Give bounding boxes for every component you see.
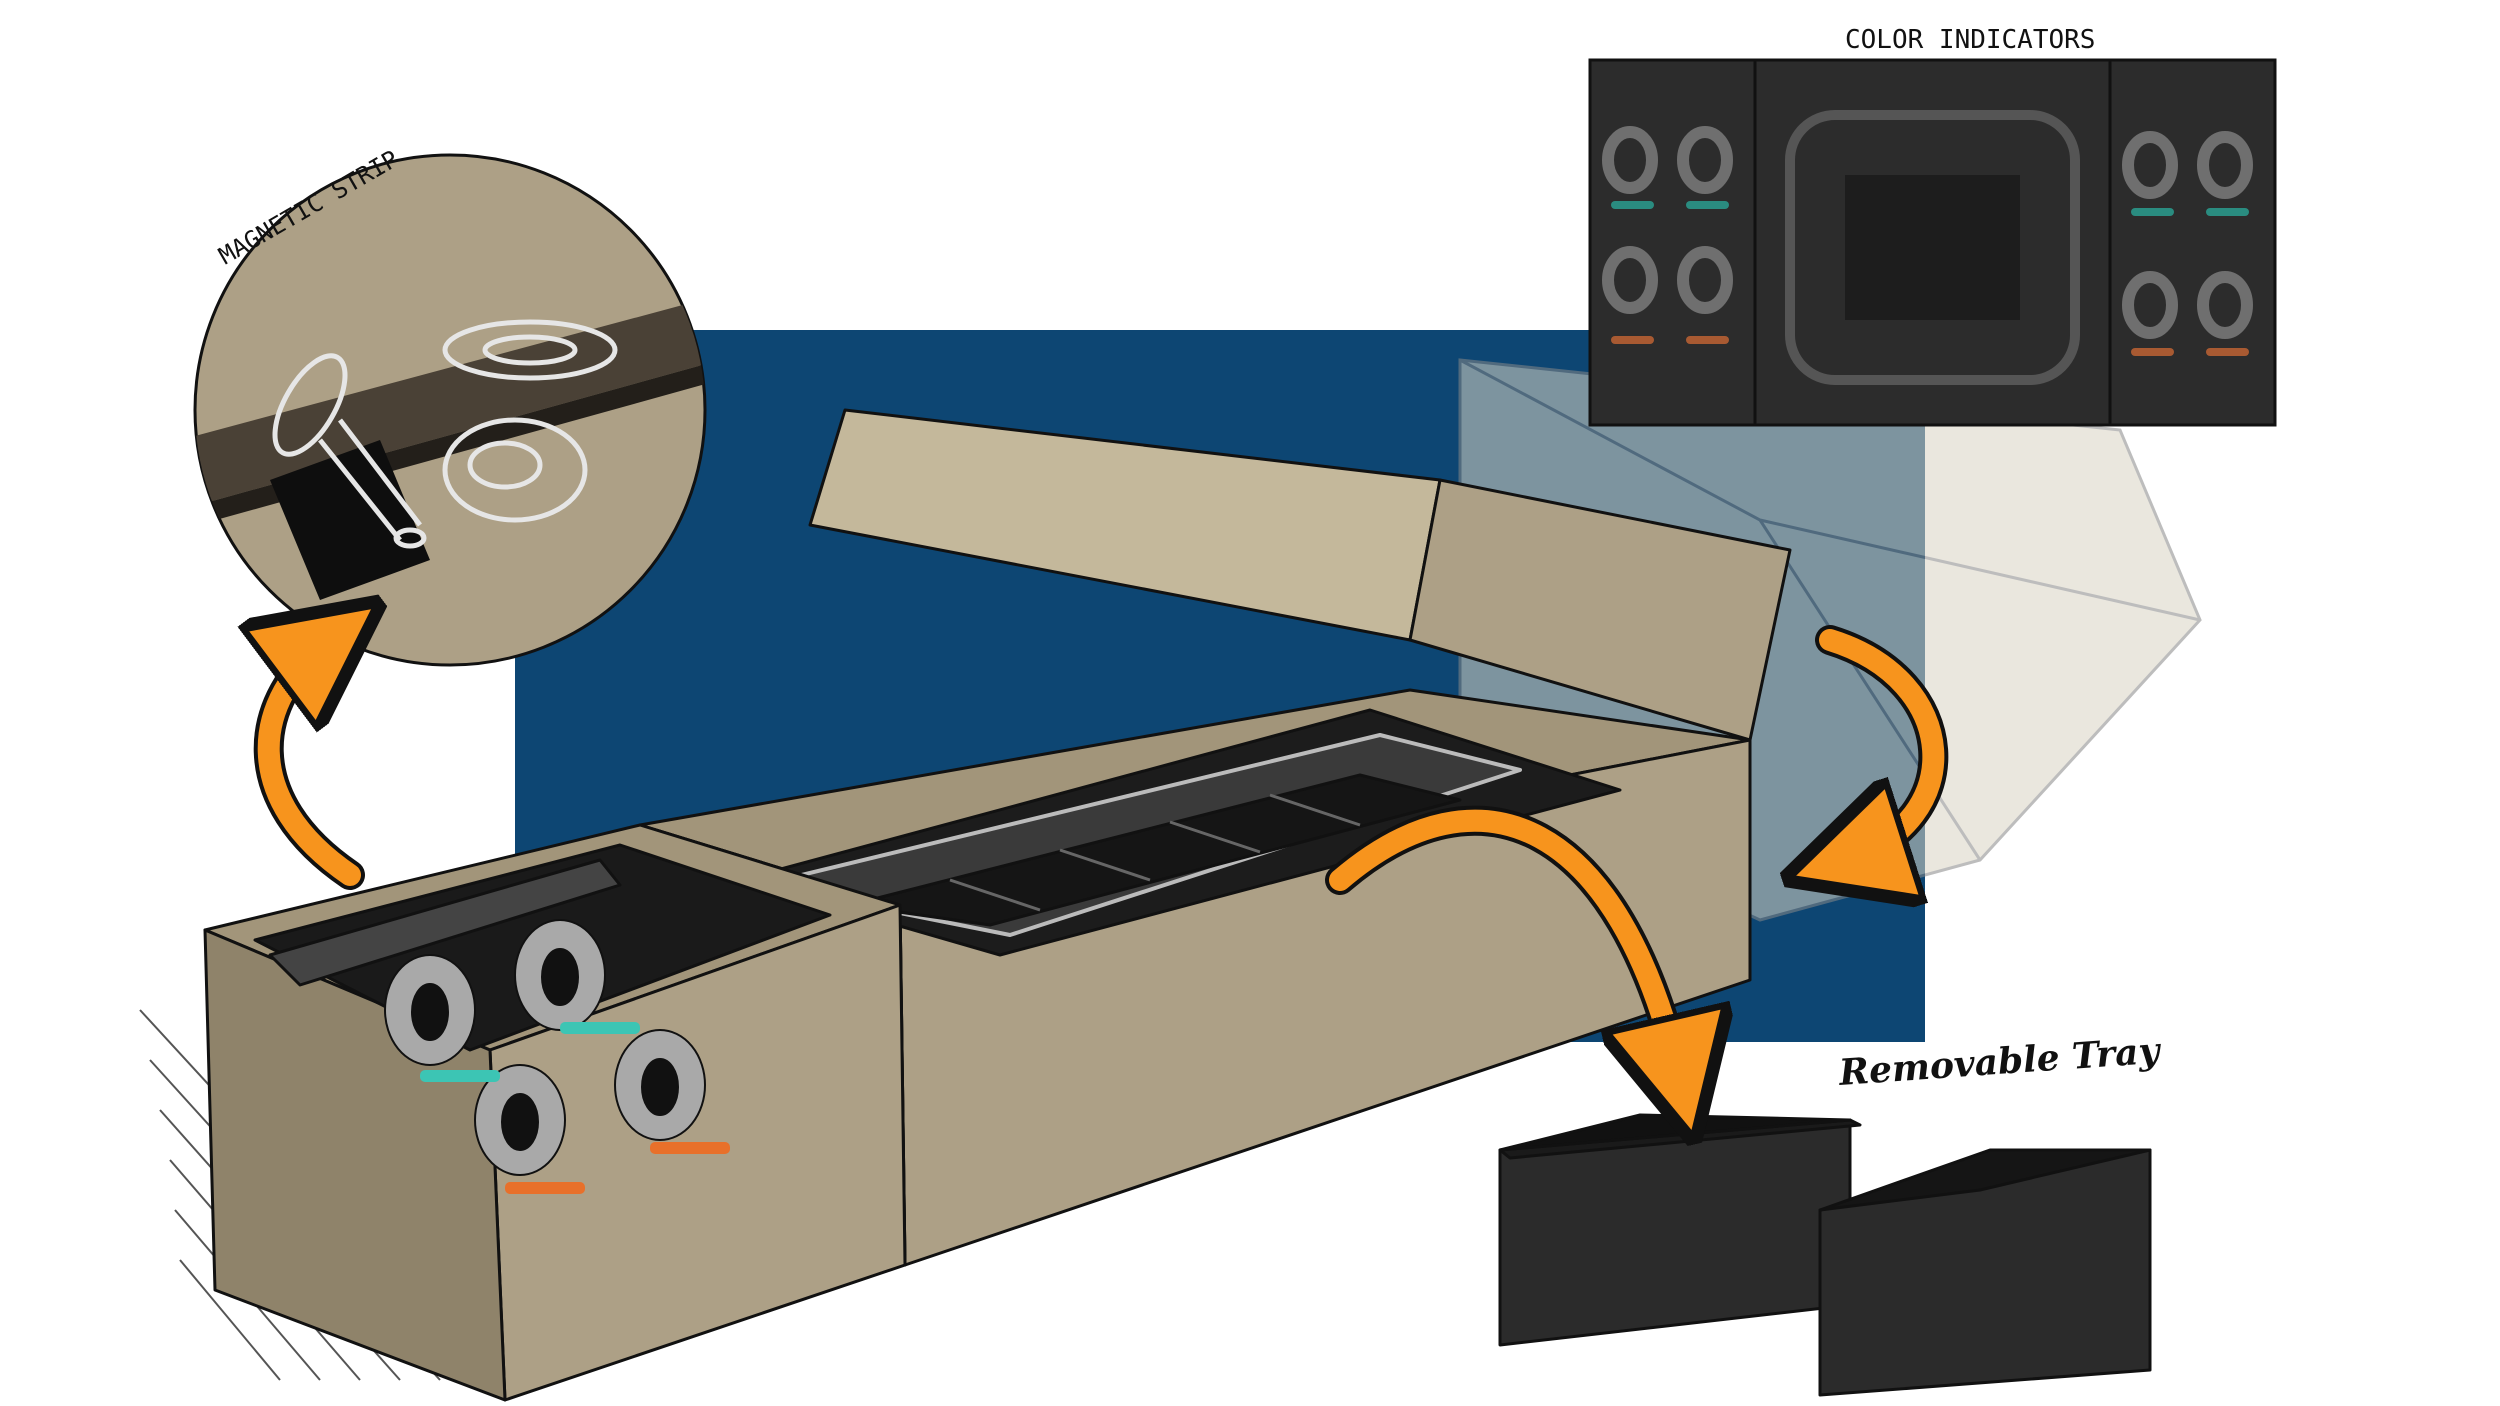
ring-set xyxy=(384,919,730,1194)
panel-rings-left xyxy=(1602,126,1733,314)
magnet-pin-icon xyxy=(272,319,618,549)
panel-rings-right xyxy=(2122,131,2253,339)
indicator-teal xyxy=(420,1070,500,1082)
indicator-orange xyxy=(505,1182,585,1194)
removable-trays xyxy=(1498,1113,2152,1397)
color-indicators-panel: COLOR INDICATORS xyxy=(1588,25,2277,427)
magnetic-strip-callout: MAGNETIC STRIP xyxy=(193,145,707,667)
curved-arrow-icon xyxy=(1325,805,1680,1080)
curved-arrow-icon xyxy=(1830,625,1949,860)
curved-arrow-icon xyxy=(269,640,350,890)
box-lid xyxy=(808,408,1792,742)
indicator-teal xyxy=(560,1022,640,1034)
indicator-orange xyxy=(650,1142,730,1154)
color-indicators-label: COLOR INDICATORS xyxy=(1845,25,2095,55)
